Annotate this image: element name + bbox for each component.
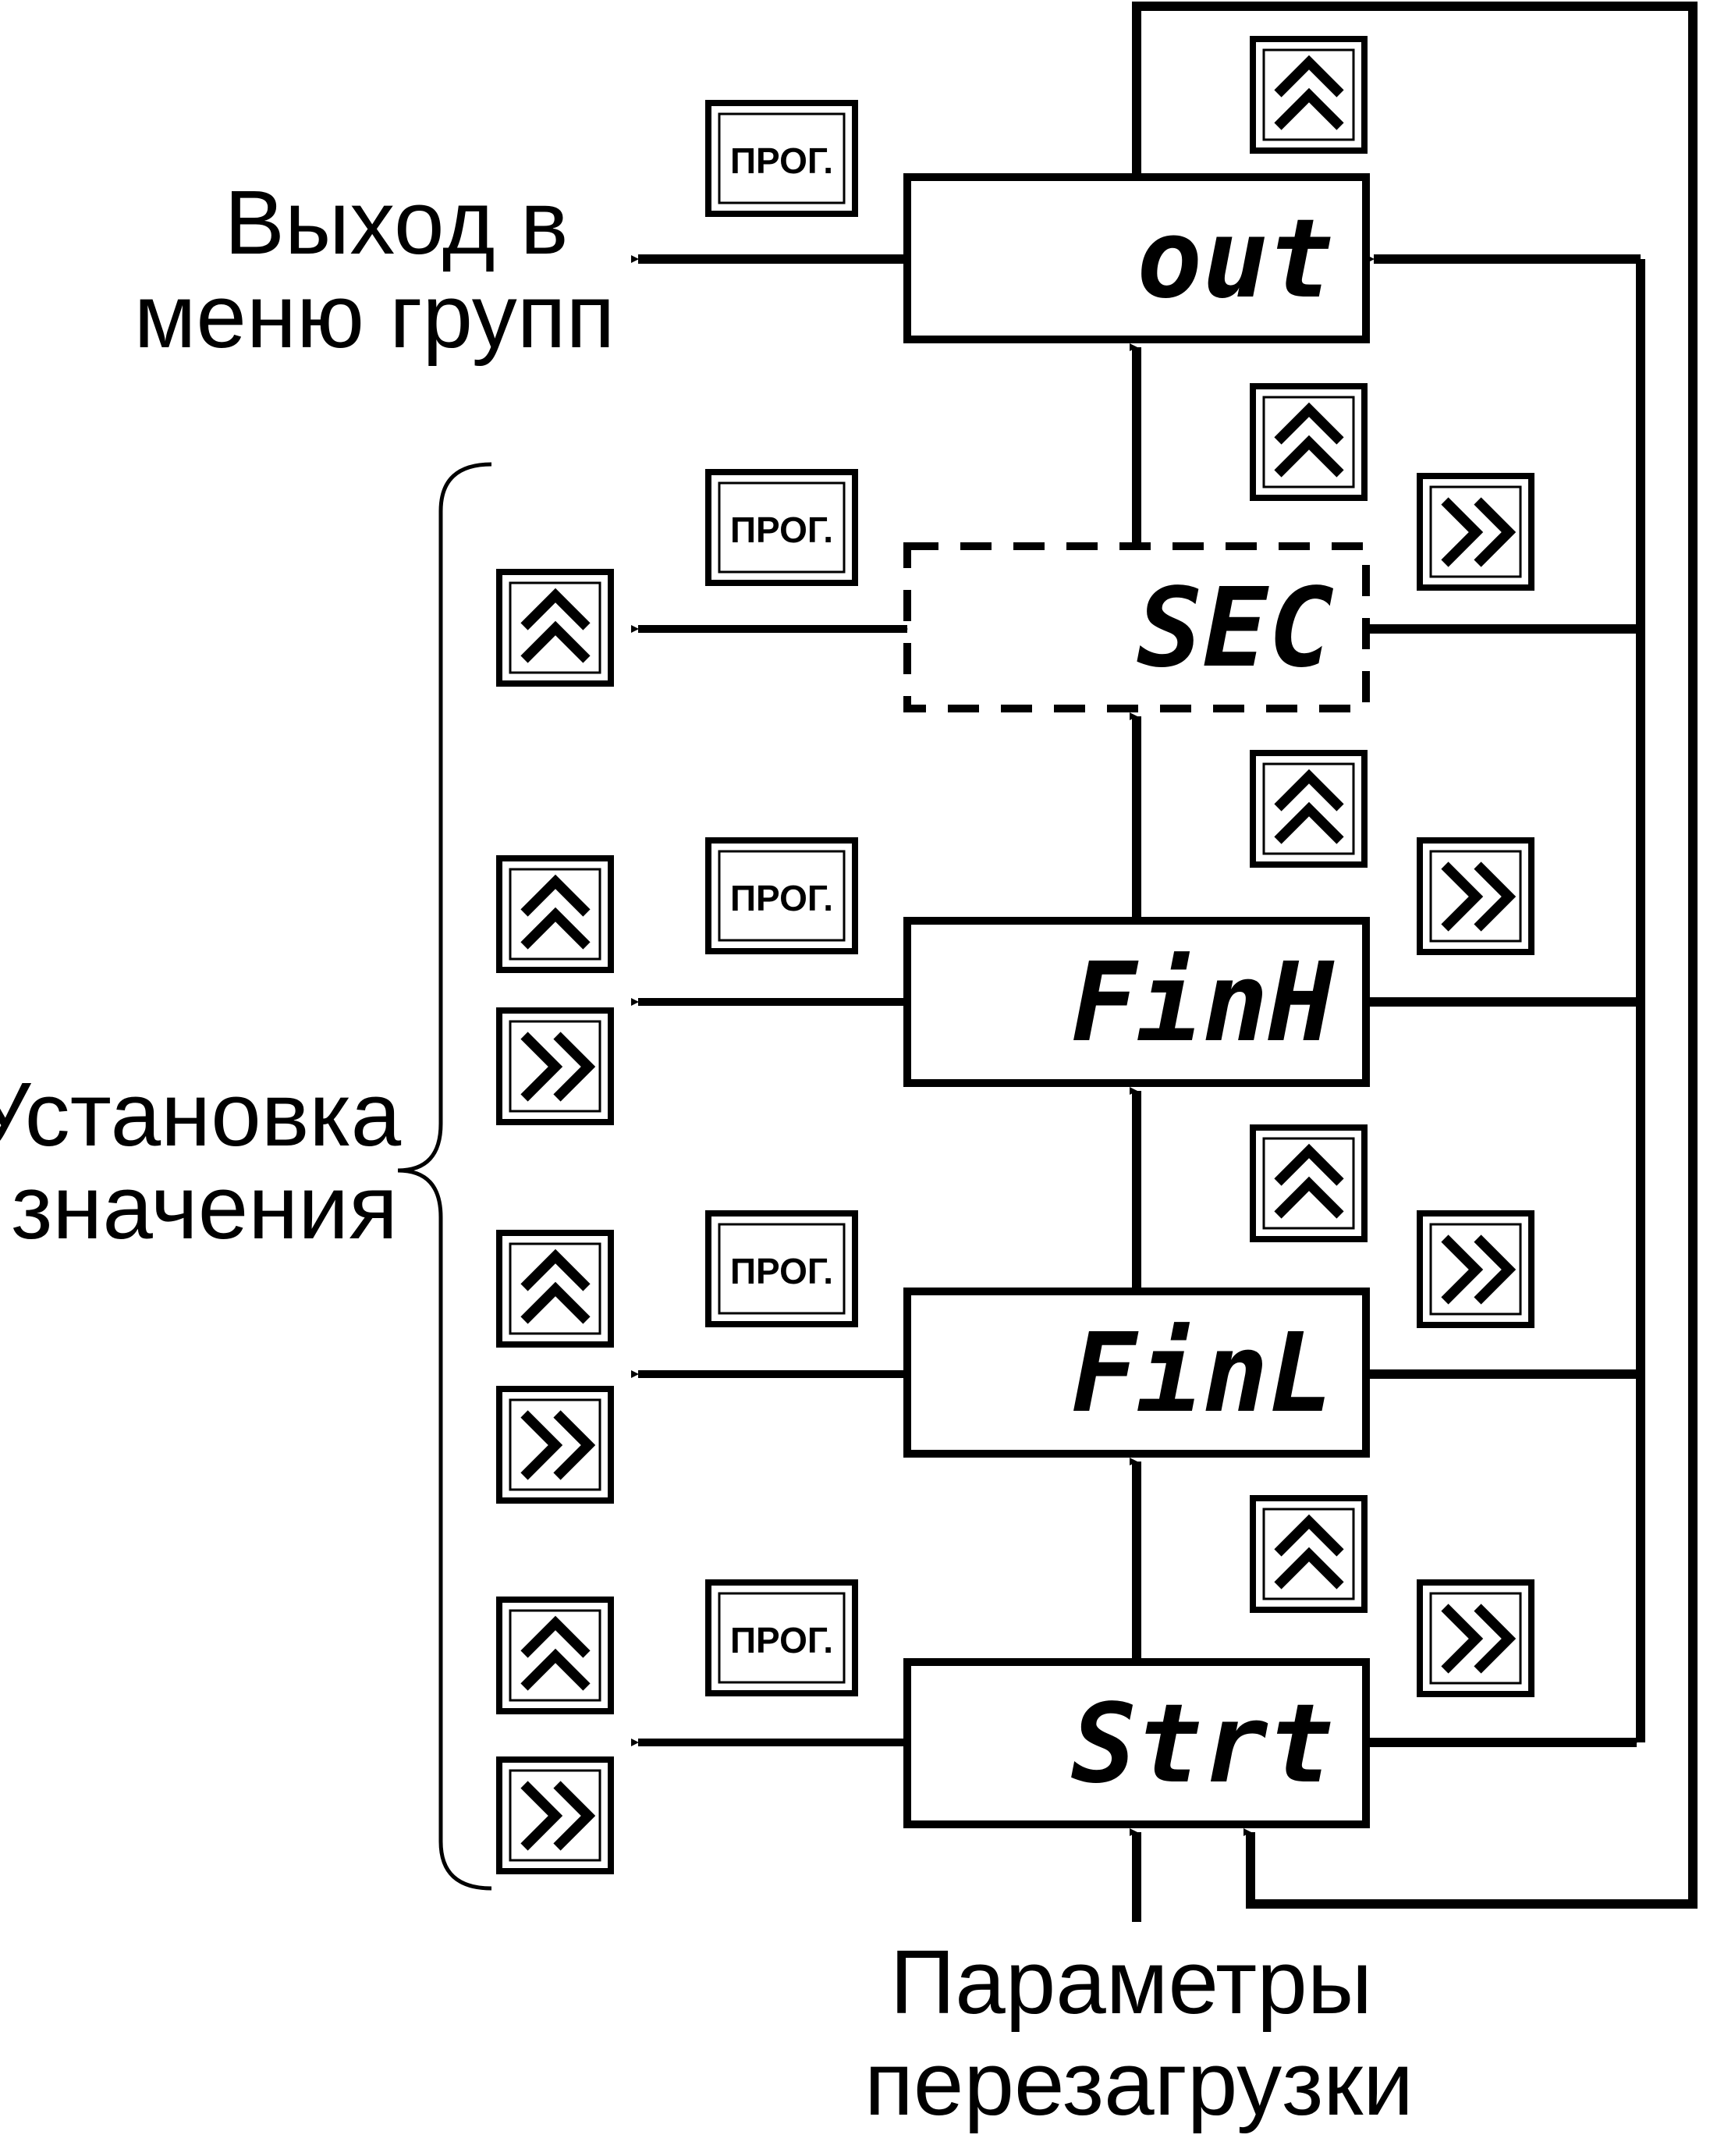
display-text-finl: FinL bbox=[1071, 1310, 1334, 1437]
display-box-sec[interactable]: SEC bbox=[903, 542, 1370, 712]
display-box-finh[interactable]: FinH bbox=[903, 917, 1370, 1087]
setting-label-line2: значения bbox=[11, 1156, 398, 1258]
display-text-sec: SEC bbox=[1137, 565, 1334, 692]
double-chevron-right-icon[interactable] bbox=[496, 1756, 614, 1874]
double-chevron-right-icon[interactable] bbox=[1417, 837, 1534, 955]
reboot-params-label: Параметры перезагрузки bbox=[864, 1931, 1414, 2134]
display-text-strt: Strt bbox=[1071, 1681, 1334, 1808]
right-bus bbox=[1366, 254, 1645, 1747]
double-chevron-up-icon[interactable] bbox=[1250, 36, 1368, 154]
prog-button-label: ПРОГ. bbox=[730, 510, 833, 550]
prog-button-2[interactable]: ПРОГ. bbox=[705, 469, 858, 586]
double-chevron-up-icon[interactable] bbox=[1250, 383, 1368, 501]
grouping-brace bbox=[397, 462, 492, 1891]
display-box-out[interactable]: out bbox=[903, 173, 1370, 343]
prog-button-3[interactable]: ПРОГ. bbox=[705, 837, 858, 954]
double-chevron-up-icon[interactable] bbox=[496, 569, 614, 687]
double-chevron-right-icon[interactable] bbox=[1417, 1579, 1534, 1697]
display-box-finl[interactable]: FinL bbox=[903, 1288, 1370, 1458]
double-chevron-up-icon[interactable] bbox=[1250, 1124, 1368, 1242]
value-setting-label: Установка значения bbox=[0, 1064, 402, 1258]
double-chevron-up-icon[interactable] bbox=[496, 1597, 614, 1714]
double-chevron-right-icon[interactable] bbox=[496, 1386, 614, 1504]
exit-label-line2: меню групп bbox=[134, 265, 616, 367]
prog-button-label: ПРОГ. bbox=[730, 140, 833, 181]
left-bidirectional-arrows bbox=[631, 625, 908, 1746]
double-chevron-right-icon[interactable] bbox=[1417, 473, 1534, 591]
double-chevron-up-icon[interactable] bbox=[1250, 750, 1368, 868]
double-chevron-up-icon[interactable] bbox=[1250, 1495, 1368, 1613]
exit-label-line1: Выход в bbox=[225, 172, 569, 273]
prog-button-label: ПРОГ. bbox=[730, 1620, 833, 1661]
prog-button-4[interactable]: ПРОГ. bbox=[705, 1210, 858, 1327]
prog-button-label: ПРОГ. bbox=[730, 878, 833, 918]
prog-button-1[interactable]: ПРОГ. bbox=[705, 100, 858, 217]
display-box-strt[interactable]: Strt bbox=[903, 1658, 1370, 1828]
display-text-out: out bbox=[1137, 196, 1334, 323]
prog-button-label: ПРОГ. bbox=[730, 1251, 833, 1291]
exit-to-group-menu-label: Выход в меню групп bbox=[134, 172, 616, 367]
double-chevron-right-icon[interactable] bbox=[496, 1007, 614, 1125]
setting-label-line1: Установка bbox=[0, 1064, 402, 1165]
double-chevron-up-icon[interactable] bbox=[496, 1230, 614, 1348]
loop-back-line bbox=[1132, 2, 1698, 1909]
double-chevron-right-icon[interactable] bbox=[1417, 1210, 1534, 1328]
params-label-line2: перезагрузки bbox=[864, 2033, 1414, 2134]
prog-button-5[interactable]: ПРОГ. bbox=[705, 1579, 858, 1696]
params-label-line1: Параметры bbox=[890, 1931, 1372, 2033]
double-chevron-up-icon[interactable] bbox=[496, 855, 614, 973]
display-text-finh: FinH bbox=[1071, 939, 1335, 1067]
